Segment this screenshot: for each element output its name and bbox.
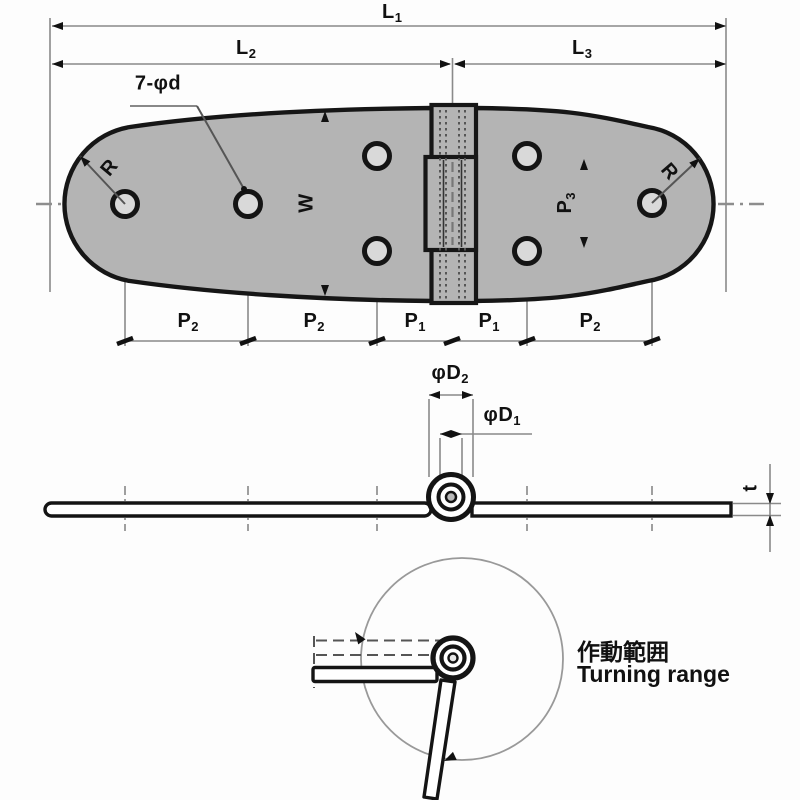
- turning-range-label-jp: 作動範囲: [577, 639, 669, 665]
- turning-fixed-leaf: [311, 665, 439, 684]
- dim-label-l2: L2: [236, 37, 256, 61]
- turning-arrowheads: [355, 632, 457, 761]
- dim-label-p3: P3: [554, 192, 578, 214]
- dim-label-d2: φD2: [431, 362, 469, 386]
- side-arrowheads: [429, 391, 774, 526]
- dim-label-p1-1: P1: [404, 310, 426, 334]
- screw-holes: [110, 141, 667, 266]
- turning-range-circle: [360, 557, 564, 761]
- dim-label-l3: L3: [572, 37, 592, 61]
- side-right-leaf: [470, 501, 733, 518]
- dim-label-l1: L1: [382, 1, 402, 25]
- holes-leader: [130, 105, 247, 192]
- right-leaf: [471, 105, 716, 304]
- turning-range-label-en: Turning range: [577, 661, 730, 687]
- dim-label-d1: φD1: [483, 404, 521, 428]
- holes-count-label: 7-φd: [134, 72, 182, 95]
- turning-moving-leaf: [422, 678, 457, 800]
- dim-label-p1-2: P1: [478, 310, 500, 334]
- dim-label-p2-1: P2: [177, 310, 199, 334]
- thickness-label: t: [739, 484, 762, 492]
- width-label: W: [295, 193, 318, 213]
- pitch-tick-marks: [116, 335, 661, 347]
- turning-range-view: [311, 557, 564, 800]
- plan-view: [36, 18, 764, 347]
- dim-label-p2-2: P2: [303, 310, 325, 334]
- side-left-leaf: [43, 501, 433, 518]
- barrel-knuckle: [423, 102, 479, 306]
- side-barrel: [426, 472, 476, 522]
- plan-arrowheads: [52, 22, 726, 296]
- dim-label-p2-3: P2: [579, 310, 601, 334]
- turning-barrel: [430, 635, 476, 681]
- side-view: [43, 391, 781, 552]
